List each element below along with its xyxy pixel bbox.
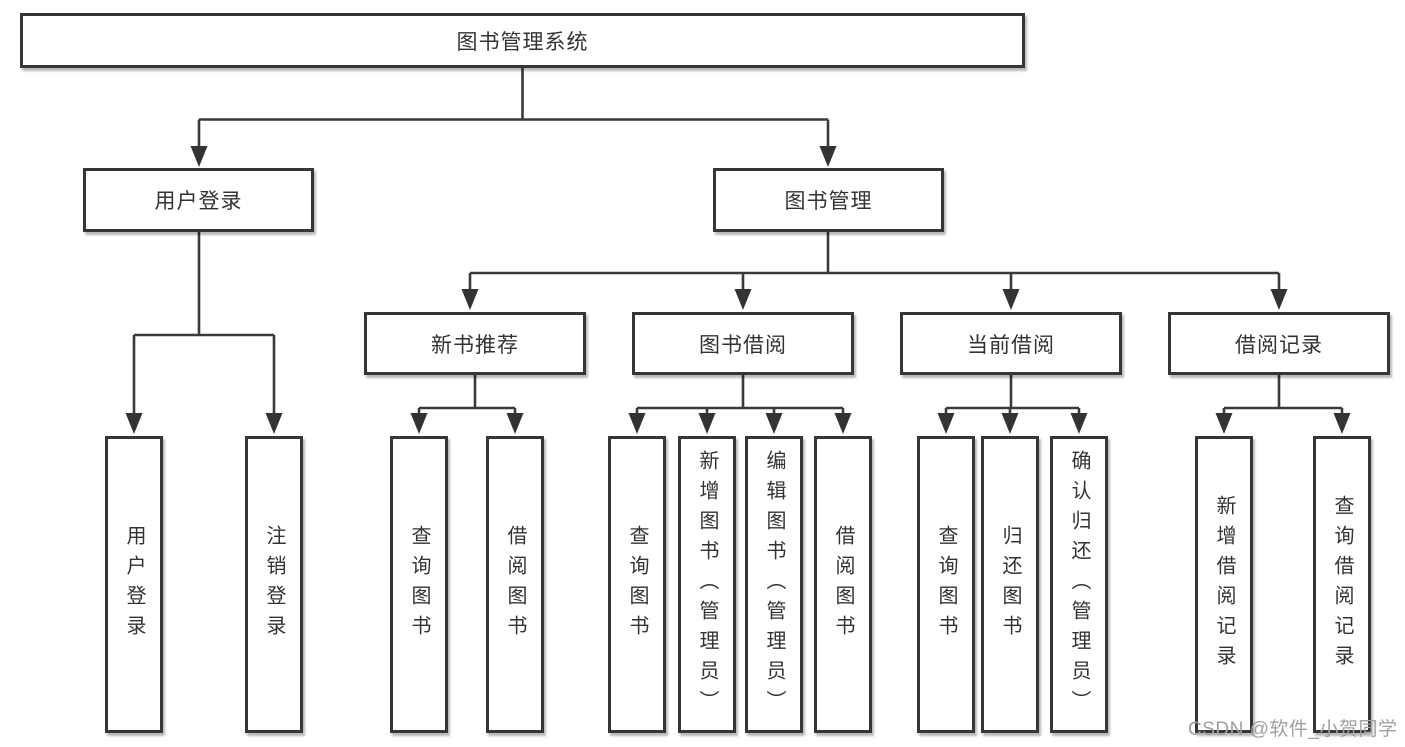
leaf-edit-books-admin: 编辑图书（管理员） — [745, 436, 803, 733]
connector-current-borrowing-to-leaves — [937, 375, 1088, 434]
node-book-management: 图书管理 — [713, 168, 944, 232]
leaf-query-borrow-record-label: 查询借阅记录 — [1331, 494, 1353, 675]
leaf-query-books-current-label: 查询图书 — [935, 524, 957, 645]
leaf-edit-books-admin-label: 编辑图书（管理员） — [763, 449, 785, 720]
leaf-add-books-admin-label: 新增图书（管理员） — [696, 449, 718, 720]
leaf-add-borrow-record-label: 新增借阅记录 — [1213, 494, 1235, 675]
leaf-user-login: 用户登录 — [105, 436, 163, 733]
leaf-query-books-recommend-label: 查询图书 — [408, 524, 430, 645]
leaf-confirm-return-admin: 确认归还（管理员） — [1050, 436, 1108, 733]
leaf-borrow-books-recommend: 借阅图书 — [486, 436, 544, 733]
node-current-borrowing-label: 当前借阅 — [967, 333, 1055, 357]
node-current-borrowing: 当前借阅 — [900, 312, 1122, 375]
node-borrowing-records-label: 借阅记录 — [1235, 333, 1323, 357]
node-book-borrowing: 图书借阅 — [632, 312, 854, 375]
node-new-book-recommend-label: 新书推荐 — [431, 333, 519, 357]
leaf-logout-login-label: 注销登录 — [263, 524, 285, 645]
connector-book-management-to-level3 — [461, 232, 1288, 310]
node-new-book-recommend: 新书推荐 — [364, 312, 586, 375]
leaf-borrow-books-borrowing: 借阅图书 — [814, 436, 872, 733]
leaf-return-books: 归还图书 — [981, 436, 1039, 733]
connector-borrowing-records-to-leaves — [1215, 375, 1351, 434]
leaf-query-books-recommend: 查询图书 — [390, 436, 448, 733]
leaf-query-books-current: 查询图书 — [917, 436, 975, 733]
leaf-add-borrow-record: 新增借阅记录 — [1195, 436, 1253, 733]
leaf-logout-login: 注销登录 — [245, 436, 303, 733]
node-borrowing-records: 借阅记录 — [1168, 312, 1390, 375]
connector-user-login-to-leaves — [125, 232, 283, 434]
connector-root-to-level2 — [190, 68, 837, 167]
node-book-borrowing-label: 图书借阅 — [699, 333, 787, 357]
leaf-query-borrow-record: 查询借阅记录 — [1313, 436, 1371, 733]
csdn-watermark: CSDN @软件_小贺同学 — [1188, 719, 1398, 740]
leaf-query-books-borrowing: 查询图书 — [608, 436, 666, 733]
leaf-borrow-books-borrowing-label: 借阅图书 — [832, 524, 854, 645]
leaf-add-books-admin: 新增图书（管理员） — [678, 436, 736, 733]
leaf-user-login-label: 用户登录 — [123, 524, 145, 645]
node-book-management-label: 图书管理 — [784, 190, 873, 213]
node-root: 图书管理系统 — [20, 13, 1025, 68]
connector-book-borrowing-to-leaves — [628, 375, 852, 434]
leaf-confirm-return-admin-label: 确认归还（管理员） — [1068, 449, 1090, 720]
node-user-login-label: 用户登录 — [154, 190, 243, 213]
node-user-login: 用户登录 — [83, 168, 314, 232]
leaf-borrow-books-recommend-label: 借阅图书 — [504, 524, 526, 645]
leaf-query-books-borrowing-label: 查询图书 — [626, 524, 648, 645]
node-root-label: 图书管理系统 — [456, 30, 589, 54]
leaf-return-books-label: 归还图书 — [999, 524, 1021, 645]
connector-new-book-recommend-to-leaves — [410, 375, 524, 434]
